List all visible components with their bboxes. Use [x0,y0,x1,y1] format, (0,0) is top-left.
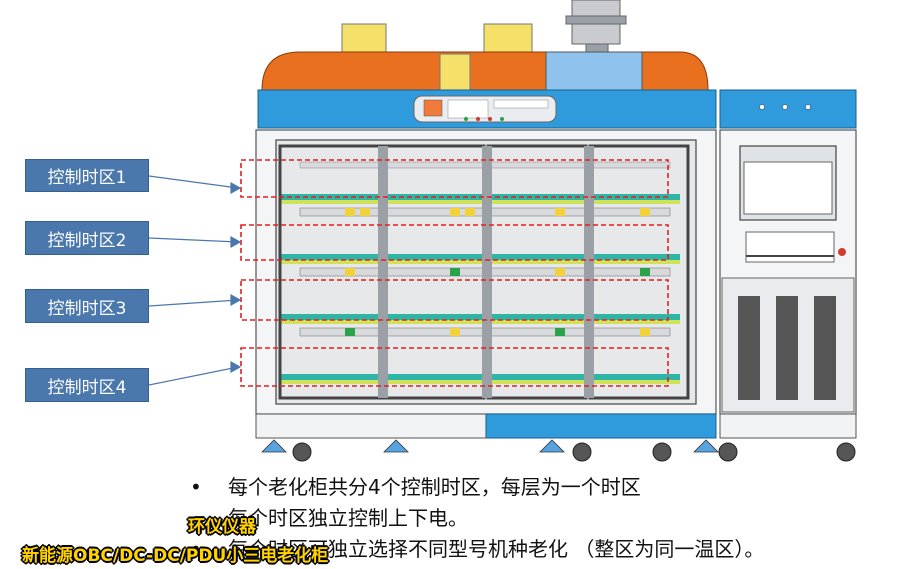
top-duct-left [341,23,387,57]
zone-label-4: 控制时区4 [25,368,149,402]
watermark-brand: 环仪仪器 [188,517,256,537]
bullet-text: 每个时区独立控制上下电。 [228,506,468,530]
bullet-text: 每个老化柜共分4个控制时区，每层为一个时区 [228,475,641,499]
vent-grilles [738,296,836,400]
zone-label-3: 控制时区3 [25,289,149,323]
base-blue-panel [485,413,717,439]
zone-label-2: 控制时区2 [25,221,149,255]
top-duct-right [483,23,533,57]
zone-label-1: 控制时区1 [25,159,149,192]
bullet-marker: • [190,475,202,499]
terminal-blocks [345,208,650,336]
bullet-marker: • [190,537,202,561]
bullet-text: 每个时区可独立选择不同型号机种老化 （整区为同一温区）。 [228,537,765,561]
callout-lines [148,175,242,386]
watermark-title: 新能源OBC/DC-DC/PDU小三电老化柜 [22,546,329,566]
casters [261,439,856,462]
